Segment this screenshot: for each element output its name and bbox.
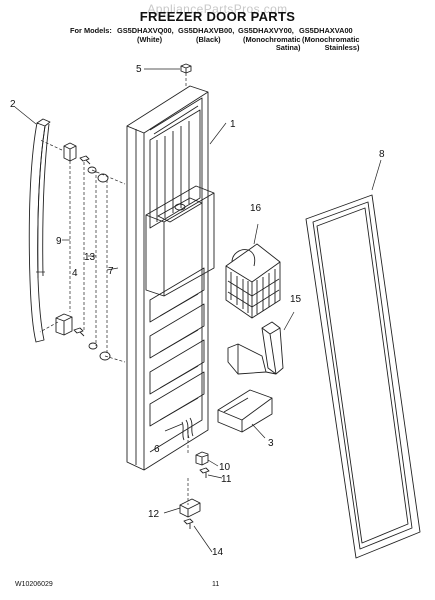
callout-13: 13 [84,252,96,263]
watermark: AppliancePartsPros.com [147,2,288,16]
ice-bucket-basket [225,243,281,319]
callout-16: 16 [250,203,262,214]
model-variant-2: (Black) [196,35,221,44]
door-top-plug [180,63,192,74]
spacer-lower [88,342,111,361]
assembly-lines-hardware [39,73,189,505]
leader-lines [14,68,382,553]
callout-7: 7 [108,266,114,277]
hinge-screw-lower [183,518,194,529]
callout-8: 8 [379,149,385,160]
callout-11: 11 [221,474,232,485]
hinge-bracket [179,498,201,518]
lower-door-bin [217,389,273,433]
door-shelf-bracket [227,321,284,375]
callout-9: 9 [56,236,62,247]
callout-4: 4 [72,268,78,279]
model-code-3: GS5DHAXVY00, [238,26,294,35]
model-code-1: GS5DHAXVQ00, [117,26,174,35]
callout-14: 14 [212,547,224,558]
callout-1: 1 [230,119,236,130]
document-number: W10206029 [15,581,53,588]
callout-2: 2 [10,99,16,110]
freezer-door [126,85,215,471]
hinge-screw-upper [199,467,210,478]
door-gasket [305,194,421,559]
callout-3: 3 [268,438,274,449]
page-number: 11 [212,581,220,588]
model-code-4: GS5DHAXVA00 [299,26,353,35]
screw-upper [79,155,91,165]
callout-15: 15 [290,294,302,305]
spacer-upper [87,166,109,183]
model-variant-4: (Monochromatic Stainless) [302,35,360,52]
callout-5: 5 [136,64,142,75]
model-variant-1: (White) [137,35,163,44]
screw-lower [73,327,85,337]
callout-6: 6 [154,444,160,455]
handle-mount-upper [63,142,77,162]
door-handle [28,118,51,343]
callout-12: 12 [148,509,160,520]
model-code-2: GS5DHAXVB00, [178,26,235,35]
callout-10: 10 [219,462,231,473]
model-variant-3: (Monochromatic Satina) [243,35,301,52]
hinge-cam [195,451,209,466]
page-title: FREEZER DOOR PARTS [139,9,296,24]
handle-mount-lower [55,313,73,336]
for-models-label: For Models: [70,26,112,35]
